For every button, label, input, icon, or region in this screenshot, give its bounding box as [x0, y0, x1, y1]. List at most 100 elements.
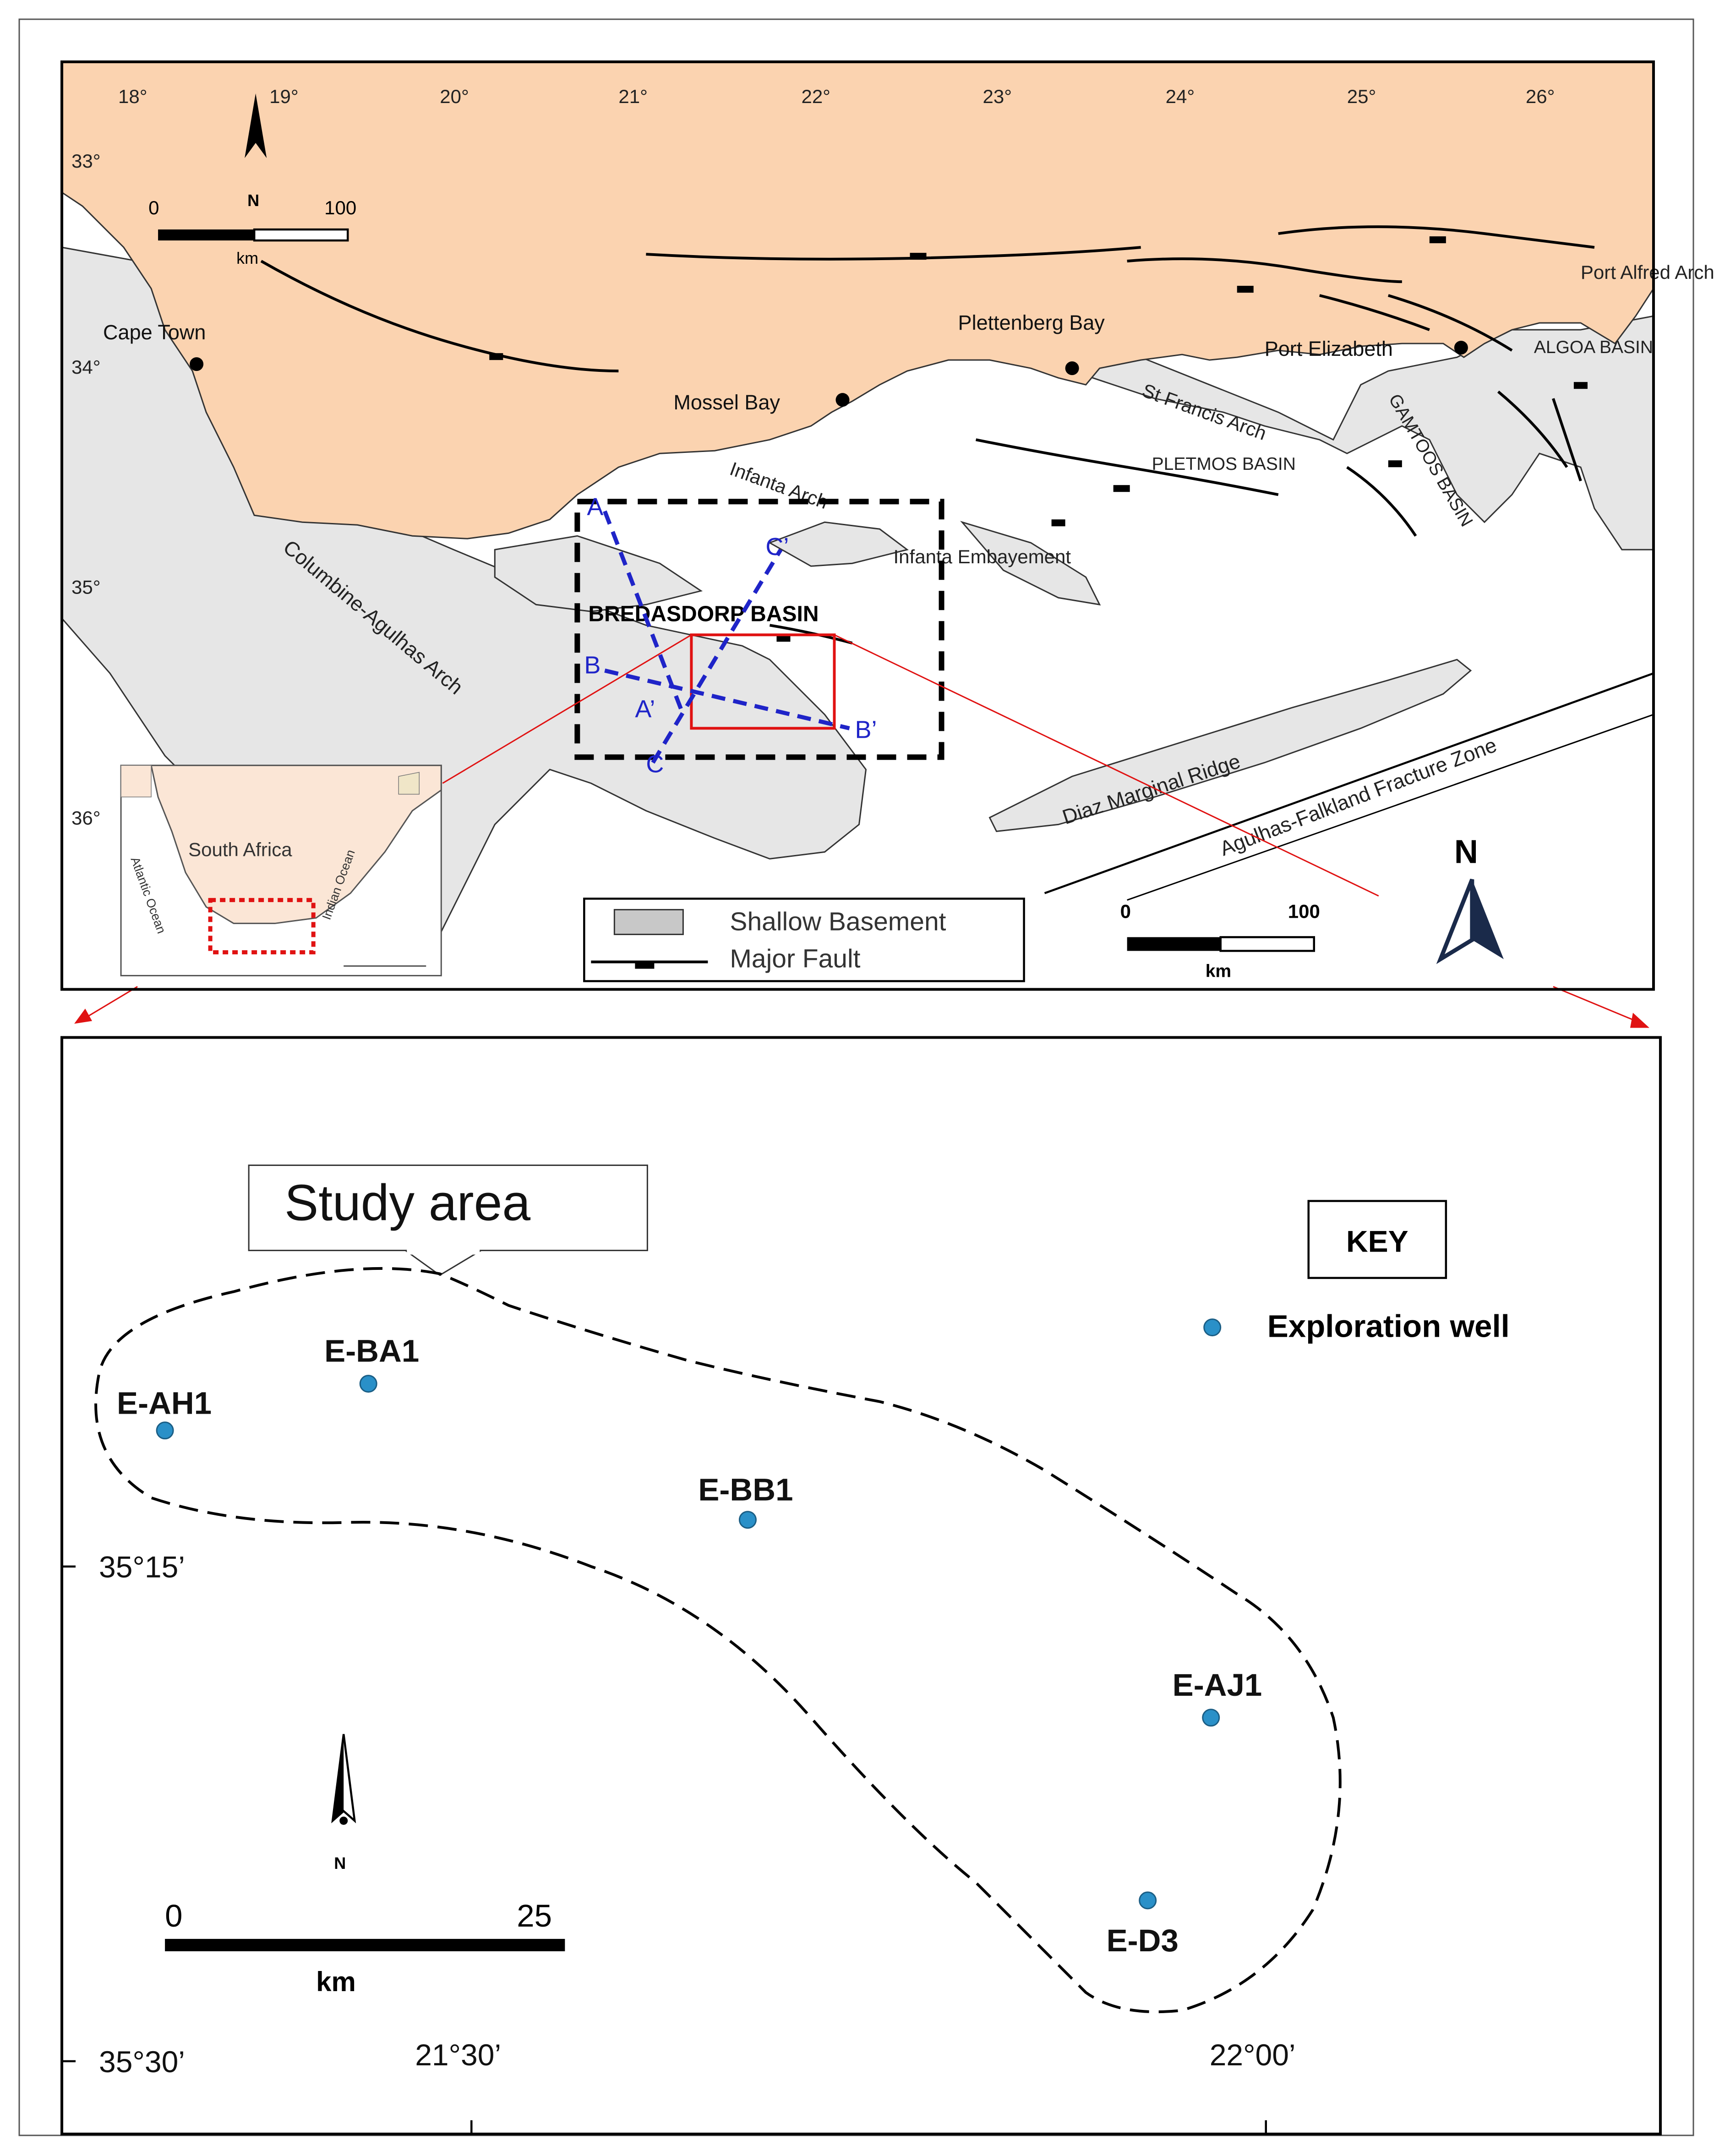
town-dot-mossel-bay: [835, 393, 850, 407]
well-label-e-ah1: E-AH1: [117, 1386, 212, 1421]
label-pletmos-basin: PLETMOS BASIN: [1152, 454, 1296, 474]
north-arrow-small-icon: [245, 93, 267, 158]
scale-1-north: N: [247, 191, 259, 210]
legend: Shallow Basement Major Fault: [583, 898, 1025, 982]
study-scale-unit: km: [316, 1966, 356, 1997]
study-north-label: N: [334, 1854, 346, 1873]
towns: Cape Town Mossel Bay Plettenberg Bay Por…: [103, 311, 1468, 414]
lon-label-21-30: 21°30’: [415, 2038, 501, 2072]
town-mossel-bay: Mossel Bay: [673, 391, 780, 414]
study-scale-end: 25: [517, 1898, 552, 1933]
regional-map: 18° 19° 20° 21° 22° 23° 24° 25° 26° 33° …: [60, 60, 1714, 1028]
cross-section-lines: [603, 510, 850, 764]
connector-arrowhead-left: [74, 1008, 93, 1024]
scale-bar-1: N 0 100 km: [148, 93, 356, 267]
well-label-e-aj1: E-AJ1: [1173, 1667, 1262, 1703]
study-area-boundary: [94, 1267, 1342, 2014]
label-algoa-basin: ALGOA BASIN: [1534, 338, 1653, 357]
diaz-marginal-ridge-shape: [988, 659, 1472, 832]
section-label-c-prime: C’: [765, 533, 789, 561]
section-label-a-prime: A’: [635, 695, 655, 723]
north-arrow-large: N: [1436, 833, 1504, 964]
label-infanta-embayement: Infanta Embayement: [894, 546, 1071, 567]
lat-label-35-30: 35°30’: [99, 2045, 185, 2079]
agulhas-falkland-line-1: [1044, 672, 1654, 894]
inset-south-africa: South Africa: [188, 838, 292, 860]
lat-label-36: 36°: [71, 807, 101, 828]
legend-shallow-basement: Shallow Basement: [730, 907, 946, 936]
well-label-e-d3: E-D3: [1107, 1923, 1179, 1958]
well-label-e-ba1: E-BA1: [324, 1334, 419, 1369]
lon-label-26: 26°: [1526, 86, 1555, 107]
key-label: Exploration well: [1267, 1309, 1510, 1344]
well-marker-e-d3: [1139, 1891, 1157, 1910]
zoom-connector-lines: [82, 634, 1643, 1024]
lon-label-18: 18°: [118, 86, 147, 107]
study-scale-bar: 0 25 km: [165, 1898, 565, 1997]
lat-label-35-15: 35°15’: [99, 1550, 185, 1584]
well-marker-e-ah1: [156, 1421, 174, 1440]
lon-label-23: 23°: [983, 86, 1012, 107]
study-area-red-box: [690, 633, 836, 730]
shallow-basement-bredasdorp: [494, 535, 703, 612]
lon-label-21: 21°: [618, 86, 648, 107]
scale-1-end: 100: [324, 197, 356, 218]
study-map: Study area KEY Exploration well E-AH1 E-…: [60, 1036, 1662, 2135]
lon-label-19: 19°: [269, 86, 299, 107]
well-label-e-bb1: E-BB1: [698, 1472, 793, 1508]
town-dot-port-elizabeth: [1454, 341, 1468, 355]
major-faults: [260, 225, 1595, 645]
scale-2-end: 100: [1288, 900, 1320, 922]
latitude-labels: 33° 34° 35° 36°: [71, 150, 101, 828]
label-port-alfred-arch: Port Alfred Arch: [1581, 261, 1714, 283]
wells: E-AH1 E-BA1 E-BB1 E-AJ1 E-D3: [117, 1334, 1262, 1958]
town-dot-cape-town: [190, 357, 204, 371]
scale-1-start: 0: [148, 197, 159, 218]
lon-label-25: 25°: [1347, 86, 1376, 107]
section-label-c: C: [646, 750, 664, 778]
section-labels: A A’ B B’ C C’: [584, 493, 877, 778]
lon-label-24: 24°: [1166, 86, 1195, 107]
section-label-a: A: [587, 493, 603, 521]
callout-text: Study area: [284, 1174, 530, 1231]
inset-map: South Africa Atlantic Ocean Indian Ocean: [120, 764, 442, 976]
legend-major-fault: Major Fault: [730, 944, 860, 973]
north-arrow-label: N: [1454, 833, 1478, 870]
town-plettenberg-bay: Plettenberg Bay: [958, 311, 1105, 334]
regional-map-frame: [60, 60, 1655, 991]
well-marker-e-bb1: [738, 1511, 757, 1529]
fault-ticks: [489, 236, 1588, 642]
scale-2-start: 0: [1120, 900, 1131, 922]
scale-1-unit: km: [236, 249, 258, 267]
study-north-arrow: N: [331, 1734, 356, 1873]
agulhas-falkland-line-2: [1127, 713, 1654, 901]
key-box: KEY Exploration well: [1203, 1200, 1510, 1344]
label-bredasdorp-basin: BREDASDORP BASIN: [588, 602, 819, 626]
study-graticule: 35°15’ 35°30’ 21°30’ 22°00’: [62, 1550, 1296, 2134]
study-area-callout: Study area: [248, 1165, 648, 1276]
lon-label-22-00: 22°00’: [1210, 2038, 1296, 2072]
south-africa-land: [61, 61, 1654, 539]
scale-2-unit: km: [1206, 961, 1231, 981]
bredasdorp-dashed-box: [574, 499, 944, 760]
lat-label-34: 34°: [71, 356, 101, 378]
section-label-b-prime: B’: [855, 716, 877, 743]
town-dot-plettenberg-bay: [1065, 361, 1079, 376]
well-marker-e-aj1: [1202, 1709, 1220, 1727]
longitude-labels: 18° 19° 20° 21° 22° 23° 24° 25° 26°: [118, 86, 1555, 107]
shallow-basement-infanta-spurs: [768, 521, 1101, 606]
lon-label-20: 20°: [440, 86, 469, 107]
scale-bar-2: 0 100 km: [1120, 900, 1320, 981]
study-scale-start: 0: [165, 1898, 182, 1933]
town-port-elizabeth: Port Elizabeth: [1265, 337, 1393, 360]
lon-label-22: 22°: [801, 86, 830, 107]
key-title: KEY: [1346, 1225, 1408, 1258]
lat-label-33: 33°: [71, 150, 101, 172]
lat-label-35: 35°: [71, 576, 101, 598]
well-marker-e-ba1: [359, 1375, 377, 1393]
town-cape-town: Cape Town: [103, 321, 206, 344]
connector-arrowhead-right: [1630, 1013, 1649, 1028]
shallow-basement-east: [1069, 315, 1654, 550]
section-label-b: B: [584, 651, 600, 679]
